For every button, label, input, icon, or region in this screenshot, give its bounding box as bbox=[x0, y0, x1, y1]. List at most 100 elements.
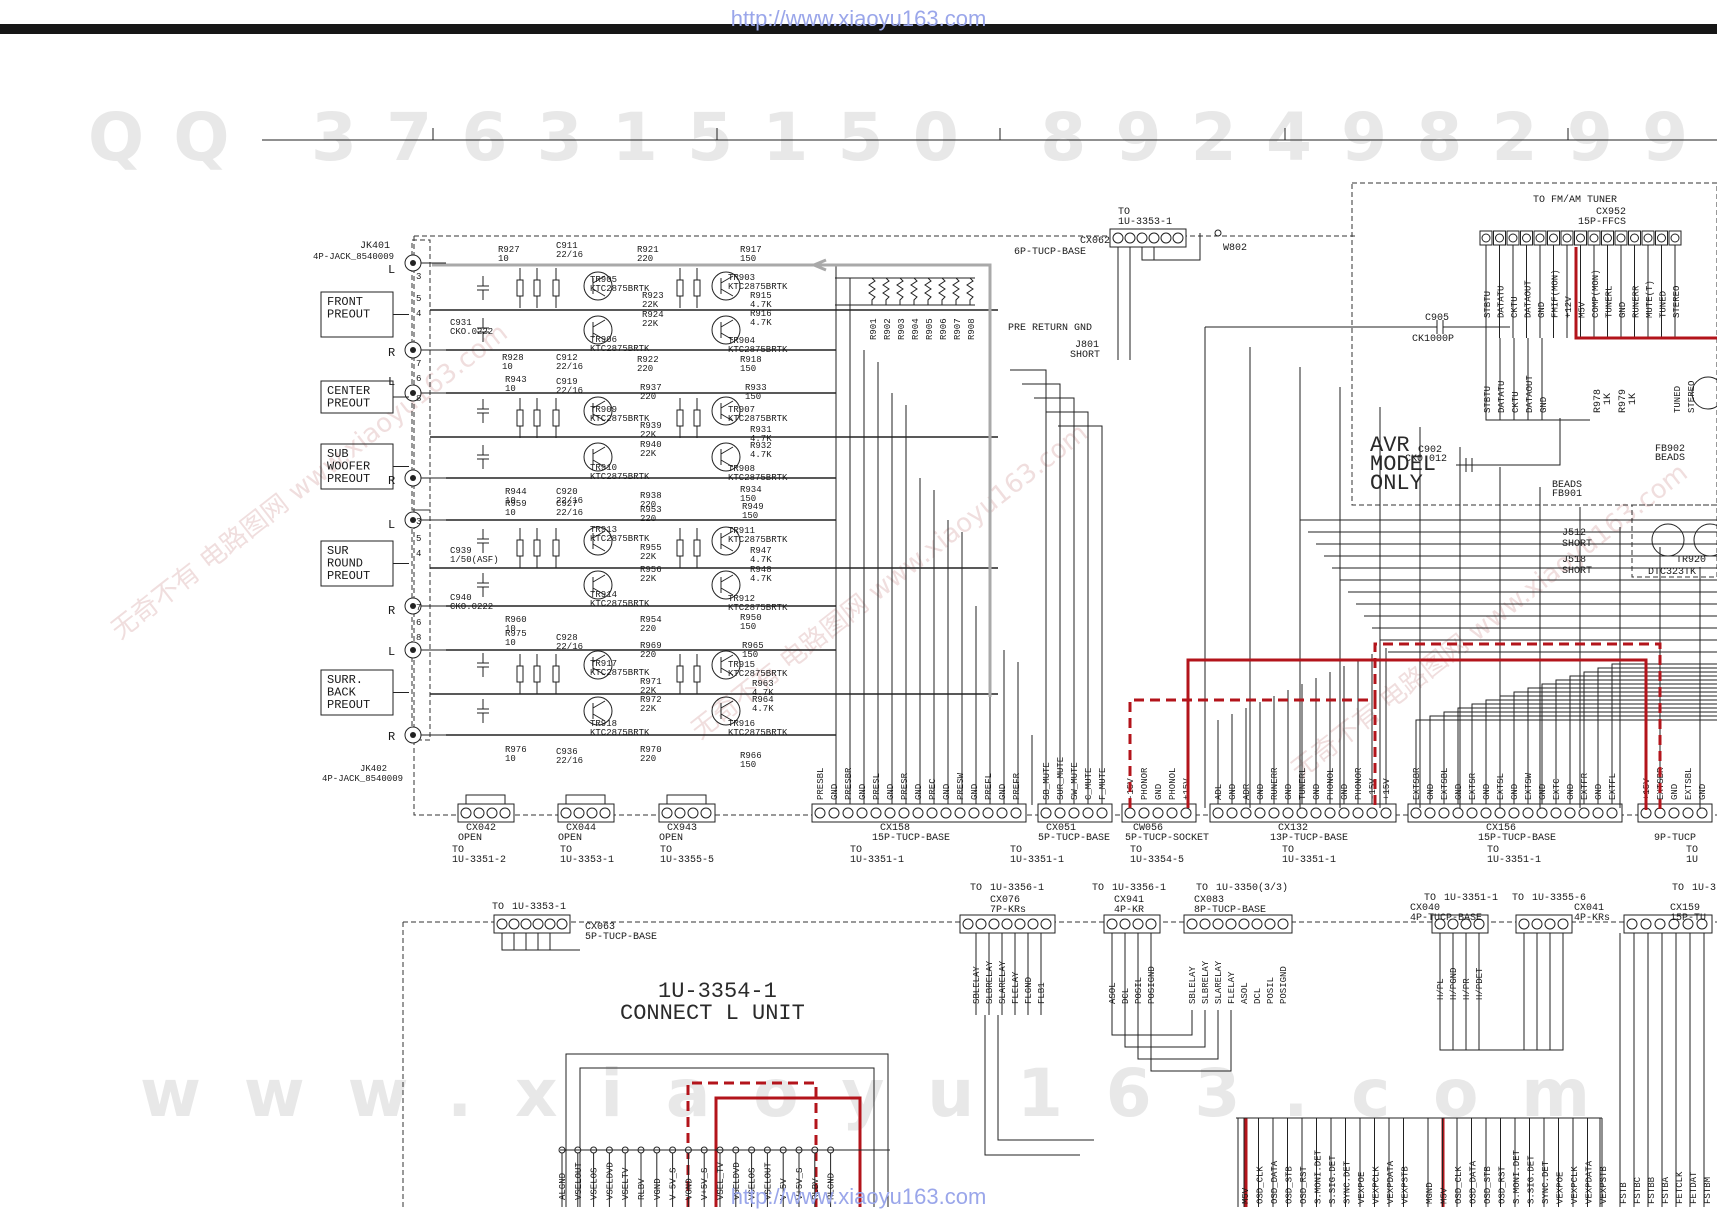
connector-pin-icon bbox=[496, 918, 508, 930]
connector-pin-icon bbox=[968, 807, 980, 819]
transistor-icon bbox=[583, 442, 613, 472]
far-pin-0: FSTB bbox=[1619, 1182, 1629, 1204]
signal-nine-2: GND bbox=[1670, 784, 1680, 800]
osd-b-pin-3: OSD_DATA bbox=[1469, 1160, 1479, 1204]
signal-cx158-1: GND bbox=[830, 784, 840, 800]
connector-pin-icon bbox=[1544, 918, 1556, 930]
component-value-TR903: KTC2875BRTK bbox=[728, 282, 788, 292]
signal-cx158-12: PREFL bbox=[984, 773, 994, 800]
connector-cx041 bbox=[1515, 914, 1573, 934]
lower-connector-dest: 1U-3356-1 bbox=[990, 883, 1044, 894]
lower-pin-cx076_pins-0: SBLELAY bbox=[972, 966, 982, 1004]
connector-pin-icon bbox=[1152, 807, 1164, 819]
tuner-pin-5: FMIF(MON) bbox=[1551, 269, 1561, 318]
component-ref-TR910: TR910 bbox=[590, 463, 617, 473]
signal-cx132-7: GND bbox=[1312, 784, 1322, 800]
cx062-ref: CX062 bbox=[1080, 236, 1110, 247]
component-ref-TR916: TR916 bbox=[728, 719, 755, 729]
component-value-R959: 10 bbox=[505, 508, 516, 518]
connector-pin-icon bbox=[1106, 918, 1118, 930]
osd-a-pin-7: SYNC.DET bbox=[1343, 1160, 1353, 1204]
signal-cx132-3: GND bbox=[1256, 784, 1266, 800]
connector-pin-icon bbox=[1112, 232, 1124, 244]
video-pin-4: VSELTV bbox=[621, 1167, 631, 1200]
video-pin-16: RLBV bbox=[811, 1178, 821, 1200]
bottom-connector-type: 5P-TUCP-BASE bbox=[1038, 833, 1110, 844]
component-ref-C912: C912 bbox=[556, 353, 578, 363]
signal-cx158-2: PRESBR bbox=[844, 767, 854, 800]
component-ref-C940: C940 bbox=[450, 593, 472, 603]
signal-cx132-12: +15V bbox=[1382, 778, 1392, 800]
connector-row: CX0626P-TUCP-BASETO1U-3353-1CX042OPENTO1… bbox=[452, 207, 1713, 934]
connector-pin-icon bbox=[842, 807, 854, 819]
transistor-icon bbox=[711, 315, 741, 345]
connector-pin-icon bbox=[1240, 807, 1252, 819]
bottom-connector-type: 5P-TUCP-SOCKET bbox=[1125, 833, 1209, 844]
transistor-icon bbox=[711, 696, 741, 726]
connector-pin-icon bbox=[1268, 807, 1280, 819]
component-value-R956: 22K bbox=[640, 574, 657, 584]
jack-pin-number: 6 bbox=[416, 618, 421, 628]
tuner-pin-2: CKTU bbox=[1510, 296, 1520, 318]
jack-side-label: R bbox=[388, 730, 395, 744]
r979-value: 1K bbox=[1628, 393, 1639, 405]
component-value-TR905: KTC2875BRTK bbox=[590, 284, 650, 294]
tuner-transistor bbox=[1691, 376, 1717, 410]
video-pin-15: V+5V_S bbox=[795, 1168, 805, 1200]
rca-jack-center-icon bbox=[410, 347, 416, 353]
component-ref-R927: R927 bbox=[498, 245, 520, 255]
lower-pin-cx083_pins-3: FLELAY bbox=[1227, 971, 1237, 1004]
component-ref-R972: R972 bbox=[640, 695, 662, 705]
connector-cx941 bbox=[1103, 914, 1161, 934]
component-value-R972: 22K bbox=[640, 704, 657, 714]
connector-pin-icon bbox=[1592, 807, 1604, 819]
component-value-C928: 22/16 bbox=[556, 642, 583, 652]
component-value-TR914: KTC2875BRTK bbox=[590, 599, 650, 609]
component-ref-C936: C936 bbox=[556, 747, 578, 757]
component-value-R960: 10 bbox=[505, 624, 516, 634]
component-ref-C911: C911 bbox=[556, 241, 578, 251]
tuner-pin-0: STBTU bbox=[1483, 291, 1493, 318]
tuner-pin-1: DATATU bbox=[1497, 286, 1507, 318]
connector-pin-icon bbox=[1082, 807, 1094, 819]
component-ref-R956: R956 bbox=[640, 565, 662, 575]
connector-pin-icon bbox=[1001, 918, 1013, 930]
component-value-TR909: KTC2875BRTK bbox=[590, 414, 650, 424]
component-value-R937: 220 bbox=[640, 392, 656, 402]
connector-pin-icon bbox=[486, 807, 498, 819]
osd-a-pin-1: OSD_CLK bbox=[1256, 1166, 1266, 1204]
avr-line-3: ONLY bbox=[1370, 471, 1423, 496]
connector-pin-icon bbox=[884, 807, 896, 819]
lower-pin-cx076_pins-1: SLBRELAY bbox=[985, 960, 995, 1004]
component-value-R924: 22K bbox=[642, 319, 659, 329]
tuner-low-pin-6: STEREO bbox=[1687, 381, 1697, 413]
tuner-pin-13: TUNED bbox=[1659, 291, 1669, 318]
jack-pin-number: 7 bbox=[416, 359, 421, 369]
jack-pin-number: 7 bbox=[416, 603, 421, 613]
connector-pin-icon bbox=[1473, 918, 1485, 930]
connector-pin-icon bbox=[1578, 807, 1590, 819]
top-border-bar bbox=[0, 24, 1717, 34]
lower-connector-to: TO bbox=[1196, 883, 1208, 894]
signal-cx158-13: GND bbox=[998, 784, 1008, 800]
lower-connector-ref: CX040 bbox=[1410, 903, 1440, 914]
video-pin-5: RLBV bbox=[637, 1178, 647, 1200]
component-ref-R917: R917 bbox=[740, 245, 762, 255]
connector-pin-icon bbox=[1654, 918, 1666, 930]
video-pin-13: VSELOUT bbox=[763, 1162, 773, 1200]
jack-pin-number: 4 bbox=[416, 549, 421, 559]
signal-cx156-3: GND bbox=[1454, 784, 1464, 800]
transistor-icon bbox=[583, 271, 613, 301]
avr-line-1: AVR bbox=[1370, 433, 1410, 458]
connector-pin-icon bbox=[1068, 807, 1080, 819]
component-ref-R963: R963 bbox=[752, 679, 774, 689]
lower-pin-cx076_pins-4: FLGND bbox=[1024, 977, 1034, 1004]
component-value-TR917: KTC2875BRTK bbox=[590, 668, 650, 678]
c905-value: CK1000P bbox=[1412, 334, 1454, 345]
signal-cx156-14: EXTFL bbox=[1608, 773, 1618, 800]
j518-short: SHORT bbox=[1562, 566, 1592, 577]
component-value-C927: 22/16 bbox=[556, 508, 583, 518]
bank-resistor-R905: R905 bbox=[925, 318, 935, 340]
component-value-TR910: KTC2875BRTK bbox=[590, 472, 650, 482]
